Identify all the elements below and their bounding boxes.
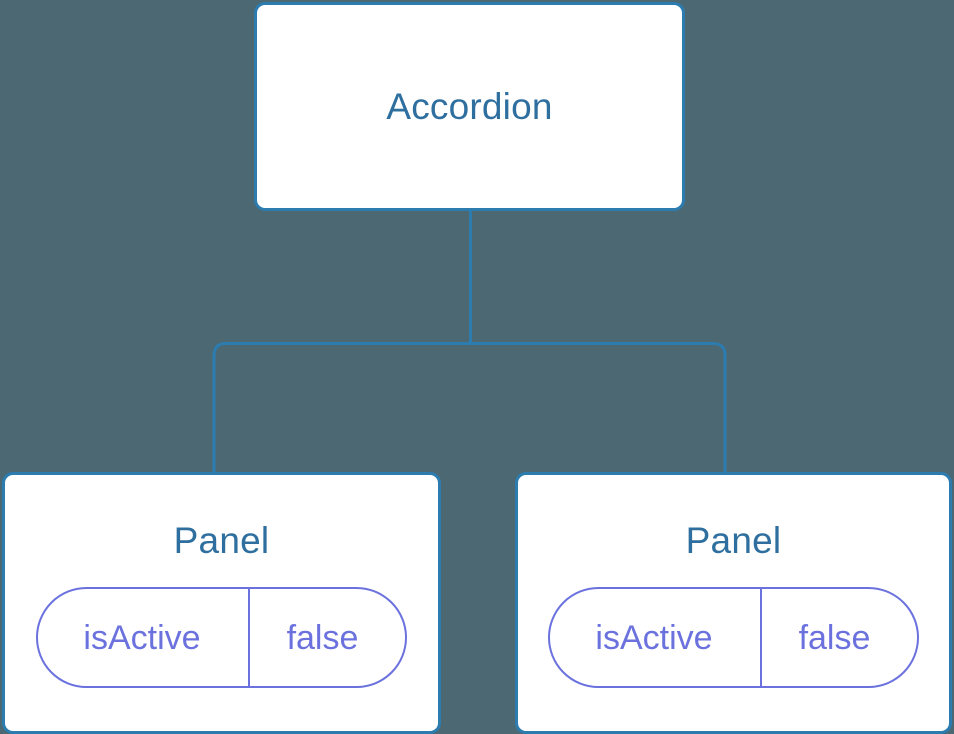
edge-to-panel-0 [212, 342, 471, 474]
node-accordion[interactable]: Accordion [254, 2, 685, 211]
edge-to-panel-1 [470, 342, 727, 474]
node-panel-1[interactable]: Panel isActive false [515, 472, 952, 734]
state-pill-panel-1[interactable]: isActive false [548, 587, 919, 688]
node-panel-0-label: Panel [173, 520, 270, 561]
state-key-panel-1: isActive [550, 589, 762, 686]
state-value-panel-0: false [286, 618, 359, 657]
node-accordion-label: Accordion [386, 86, 553, 127]
node-panel-0[interactable]: Panel isActive false [2, 472, 441, 734]
state-pill-panel-0[interactable]: isActive false [36, 587, 407, 688]
state-key-panel-0: isActive [38, 589, 250, 686]
node-panel-1-label: Panel [685, 520, 782, 561]
state-value-panel-1: false [798, 618, 871, 657]
